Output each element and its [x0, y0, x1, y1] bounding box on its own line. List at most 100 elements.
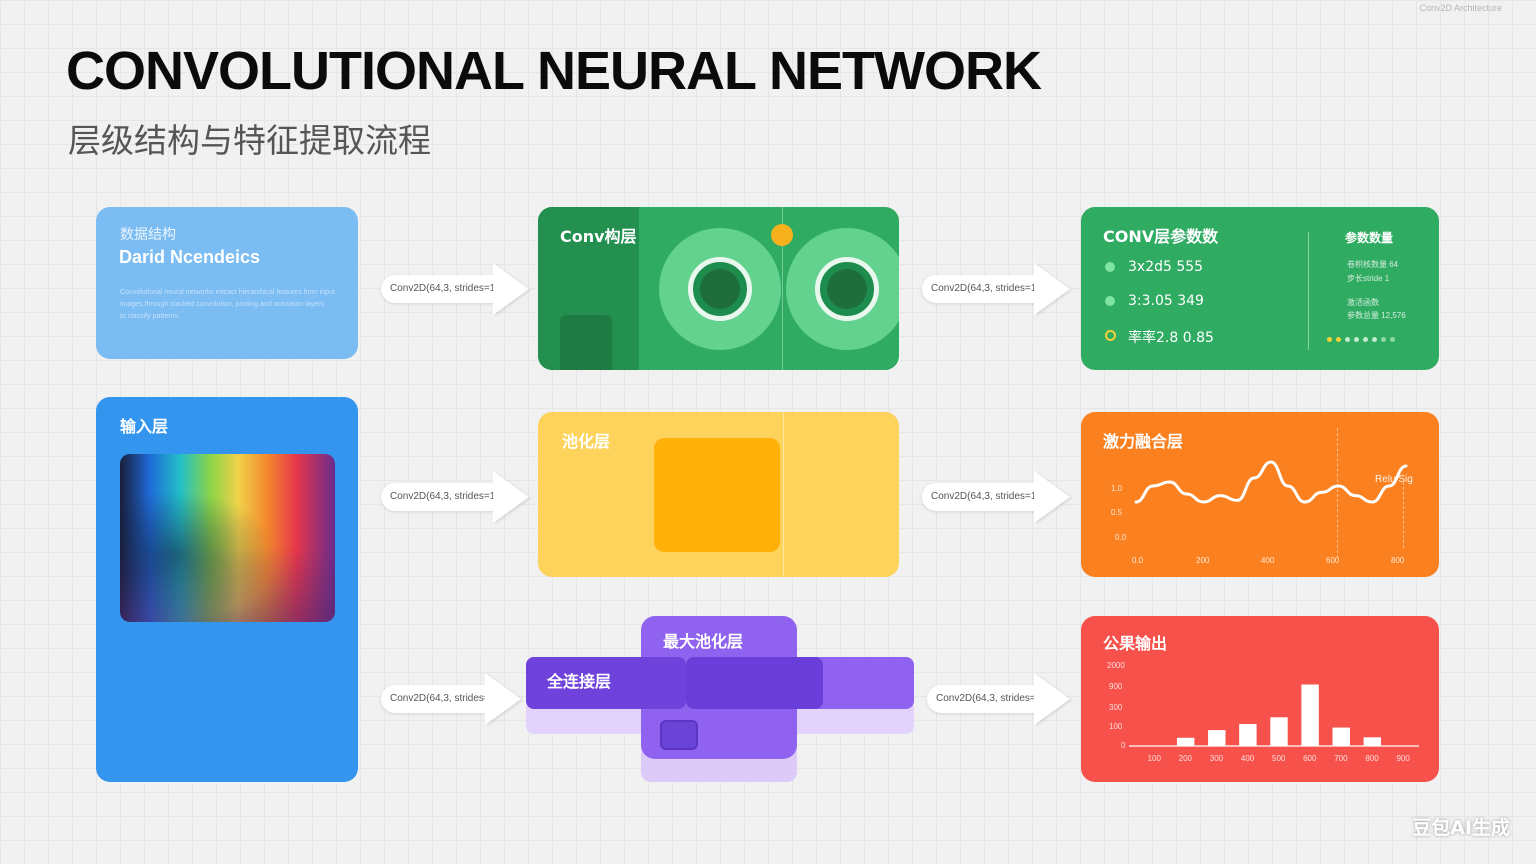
- arrow-head-icon: [485, 673, 521, 725]
- flow-arrow-label: Conv2D(64,3, strides=1): [381, 483, 505, 511]
- conv-layer-card: Conv构层: [538, 207, 899, 370]
- arrow-head-icon: [1034, 673, 1070, 725]
- bottom-watermark: 豆包AI生成: [1412, 817, 1510, 839]
- data-structure-name: Darid Ncendeics: [119, 247, 261, 267]
- feature-map-ring-icon: [659, 228, 781, 350]
- x-tick-label: 600: [1303, 754, 1317, 763]
- marker-line: [1337, 428, 1338, 558]
- data-structure-card: 数据结构 Darid Ncendeics Convolutional neura…: [96, 207, 358, 359]
- data-structure-heading: 数据结构: [120, 227, 176, 243]
- flow-arrow-label: Conv2D(64,3, strides=1): [922, 483, 1046, 511]
- flow-arrow-label: Conv2D(64,3, strides=1): [381, 275, 505, 303]
- activation-layer-label: 激力融合层: [1103, 432, 1184, 451]
- caption-line: images through stacked convolution, pool…: [120, 301, 324, 308]
- arrow-head-icon: [1034, 471, 1070, 523]
- flow-arrow: Conv2D(64,3, strides=1): [927, 673, 1070, 725]
- x-tick-label: 400: [1240, 754, 1255, 763]
- arrow-head-icon: [493, 471, 529, 523]
- x-tick-label: 700: [1334, 754, 1348, 763]
- flow-arrow-label: Conv2D(64,3, strides=1): [381, 685, 499, 713]
- flow-arrow: Conv2D(64,3, strides=1): [922, 471, 1070, 523]
- output-layer-label: 公果输出: [1103, 634, 1168, 653]
- output-bar: [1270, 717, 1288, 746]
- x-tick-label: 200: [1196, 556, 1210, 565]
- top-watermark: Conv2D Architecture: [1419, 3, 1502, 13]
- legend-dot: [1105, 262, 1115, 272]
- page-title: CONVOLUTIONAL NEURAL NETWORK: [66, 41, 1042, 101]
- y-tick-label: 0.0: [1115, 533, 1127, 542]
- fully-connected-inner: [686, 657, 823, 709]
- y-tick-label: 900: [1109, 682, 1123, 691]
- param-note: 参数总量 12,576: [1347, 311, 1406, 320]
- flow-arrow: Conv2D(64,3, strides=1): [381, 673, 521, 725]
- output-bar: [1239, 723, 1257, 746]
- x-tick-label: 800: [1391, 556, 1405, 565]
- feature-map-ring-icon: [786, 228, 899, 350]
- pooling-layer-card: 池化层: [538, 412, 899, 577]
- pool-kernel-block: [660, 720, 698, 750]
- x-tick-label: 200: [1178, 754, 1193, 763]
- x-tick-label: 900: [1396, 754, 1410, 763]
- flow-arrow-label: Conv2D(64,3, strides=1): [927, 685, 1046, 713]
- param-note: 步长stride 1: [1347, 274, 1390, 283]
- y-tick-label: 0: [1121, 741, 1126, 750]
- output-bar: [1208, 730, 1226, 746]
- flow-arrow: Conv2D(64,3, strides=1): [922, 263, 1070, 315]
- annotation-label: Relu/Sig: [1375, 474, 1413, 485]
- output-bar: [1301, 684, 1319, 746]
- param-row: 3:3.05 349: [1128, 293, 1204, 309]
- max-pool-layer-label: 最大池化层: [663, 632, 744, 651]
- param-note: 激活函数: [1347, 298, 1379, 307]
- output-bar: [1176, 737, 1195, 746]
- output-bar-chart: [1129, 684, 1419, 747]
- input-image: [120, 454, 335, 622]
- activation-series-line: [1134, 460, 1408, 504]
- data-structure-caption: Convolutional neural networks extract hi…: [120, 287, 335, 323]
- fully-connected-layer-card: 全连接层: [526, 657, 686, 709]
- params-divider: [1308, 232, 1309, 350]
- fully-connected-layer-label: 全连接层: [547, 672, 612, 691]
- arrow-head-icon: [493, 263, 529, 315]
- param-row: 3x2d5 555: [1128, 259, 1204, 275]
- x-tick-label: 400: [1261, 556, 1275, 565]
- param-note: 卷积核数量 64: [1347, 260, 1399, 269]
- y-tick-label: 1.0: [1111, 484, 1123, 493]
- caption-line: Convolutional neural networks extract hi…: [120, 289, 335, 296]
- y-tick-label: 100: [1109, 722, 1123, 731]
- conv-dark-block: [560, 315, 612, 370]
- page-subtitle: 层级结构与特征提取流程: [68, 121, 431, 160]
- output-bar: [1332, 727, 1350, 746]
- legend-dot: [1105, 330, 1116, 341]
- conv-layer-label: Conv构层: [560, 227, 637, 246]
- output-bar: [1363, 737, 1382, 746]
- pooled-feature-block: [654, 438, 780, 552]
- x-tick-label: 800: [1365, 754, 1379, 763]
- legend-dot: [1105, 296, 1115, 306]
- pooling-layer-label: 池化层: [562, 432, 611, 451]
- flow-arrow: Conv2D(64,3, strides=1): [381, 263, 529, 315]
- x-tick-label: 0.0: [1132, 556, 1144, 565]
- flow-arrow: Conv2D(64,3, strides=1): [381, 471, 529, 523]
- activation-curve-chart: [1134, 460, 1408, 504]
- x-tick-label: 100: [1147, 754, 1161, 763]
- conv-params-card: CONV层参数数 3x2d5 555 3:3.05 349 率率2.8 0.85…: [1081, 207, 1439, 370]
- input-layer-card: 输入层: [96, 397, 358, 782]
- y-tick-label: 2000: [1107, 661, 1125, 670]
- y-tick-label: 0.5: [1111, 508, 1123, 517]
- pool-divider: [783, 412, 784, 577]
- flow-arrow-label: Conv2D(64,3, strides=1): [922, 275, 1046, 303]
- caption-line: to classify patterns.: [120, 313, 180, 320]
- pagination-dots: [1327, 337, 1427, 343]
- activation-layer-card: 激力融合层 1.0 0.5 0.0 0.0 200 400 600 800 Re…: [1081, 412, 1439, 577]
- x-tick-label: 500: [1272, 754, 1286, 763]
- marker-line: [1403, 482, 1404, 548]
- param-row: 率率2.8 0.85: [1128, 330, 1214, 346]
- kernel-marker-dot: [771, 224, 793, 246]
- x-tick-label: 300: [1209, 754, 1224, 763]
- conv-divider: [782, 207, 783, 370]
- conv-params-title: CONV层参数数: [1103, 227, 1219, 246]
- arrow-head-icon: [1034, 263, 1070, 315]
- x-tick-label: 600: [1326, 556, 1340, 565]
- param-count-title: 参数数量: [1345, 231, 1394, 245]
